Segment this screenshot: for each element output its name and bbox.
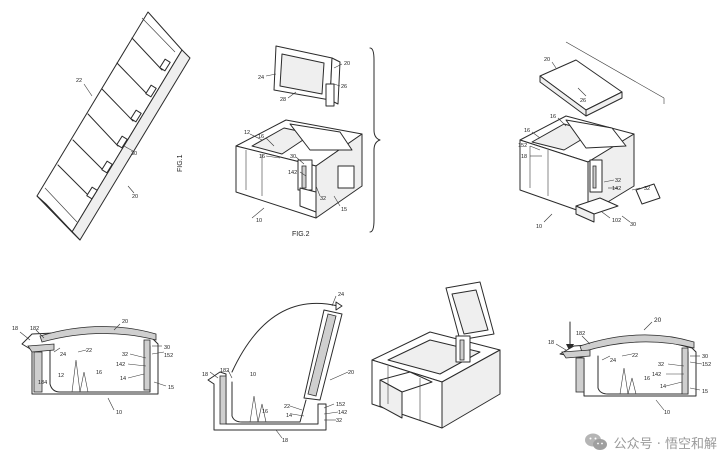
fig4-ref-182: 182 — [30, 326, 39, 332]
fig4-ref-20: 20 — [122, 319, 128, 325]
fig3-ref-10: 10 — [536, 224, 542, 230]
fig5-ref-142: 142 — [338, 410, 347, 416]
fig2-label: FIG.2 — [292, 231, 310, 238]
fig1-ref-20: 20 — [132, 194, 138, 200]
fig2-ref-16: 16 — [258, 134, 264, 140]
fig2-ref-15: 15 — [341, 207, 347, 213]
wechat-icon — [584, 433, 607, 450]
watermark-text: 公众号 · 悟空和解 — [613, 436, 717, 452]
fig4-ref-30: 30 — [164, 345, 170, 351]
fig5-ref-32: 32 — [336, 418, 342, 424]
fig2-ref-28: 28 — [280, 97, 286, 103]
fig1-ref-30: 30 — [131, 151, 137, 157]
fig3-ref-102: 102 — [612, 218, 621, 224]
fig2-ref-32: 32 — [320, 196, 326, 202]
fig7-ref-30: 30 — [702, 354, 708, 360]
fig5-arrow-head — [335, 301, 343, 311]
fig3-ref-32: 32 — [615, 178, 621, 184]
fig3-ref-152: 152 — [518, 143, 527, 149]
fig5-ref-10: 10 — [250, 372, 256, 378]
fig2-ref-30: 30 — [290, 154, 296, 160]
fig5-ref-20: 20 — [348, 370, 354, 376]
fig4-ref-18: 18 — [12, 326, 18, 332]
fig3-ref-32b: 32 — [644, 186, 650, 192]
fig7-ref-32: 32 — [658, 362, 664, 368]
fig4-ref-14: 14 — [120, 376, 126, 382]
fig3-ref-20: 20 — [544, 57, 550, 63]
fig2-box — [235, 119, 363, 219]
fig2-ref-24: 24 — [258, 75, 264, 81]
fig7-ref-152: 152 — [702, 362, 711, 368]
fig2-bracket — [369, 47, 381, 233]
fig3-ref-30: 30 — [630, 222, 636, 228]
fig1-ref-22: 22 — [76, 78, 82, 84]
fig5-ref-152: 152 — [336, 402, 345, 408]
fig4-ref-16: 16 — [96, 370, 102, 376]
fig3-lid — [539, 59, 623, 117]
fig2-ref-10: 10 — [256, 218, 262, 224]
fig7-drawing: 18 182 20 24 22 16 30 152 32 142 14 15 1… — [548, 317, 711, 416]
fig4-ref-12: 12 — [58, 373, 64, 379]
fig4-ref-10: 10 — [116, 410, 122, 416]
fig1-drawing: 22 30 20 FIG.1 — [36, 11, 191, 241]
fig7-ref-14: 14 — [660, 384, 666, 390]
fig7-ref-182: 182 — [576, 331, 585, 337]
fig1-container-strip — [36, 11, 191, 241]
fig3-ref-26: 26 — [580, 98, 586, 104]
fig1-label: FIG.1 — [177, 154, 184, 172]
fig5-opening-arc — [231, 302, 339, 373]
fig5-ref-182: 182 — [220, 368, 229, 374]
fig5-ref-18: 18 — [202, 372, 208, 378]
fig4-ref-15: 15 — [168, 385, 174, 391]
fig4-ref-32: 32 — [122, 352, 128, 358]
fig6-drawing — [371, 281, 501, 429]
fig4-ref-24: 24 — [60, 352, 66, 358]
fig7-ref-16: 16 — [644, 376, 650, 382]
fig2-lid — [273, 45, 341, 107]
fig5-ref-22: 22 — [284, 404, 290, 410]
fig7-ref-22: 22 — [632, 353, 638, 359]
fig5-ref-24: 24 — [338, 292, 344, 298]
fig5-ref-14: 14 — [286, 413, 292, 419]
fig7-ref-18: 18 — [548, 340, 554, 346]
fig4-ref-22: 22 — [86, 348, 92, 354]
fig7-ref-24: 24 — [610, 358, 616, 364]
fig4-ref-152: 152 — [164, 353, 173, 359]
fig3-ref-142: 142 — [612, 186, 621, 192]
fig3-ref-18: 18 — [521, 154, 527, 160]
fig4-drawing: 18 182 24 22 16 12 184 20 30 152 32 142 … — [12, 319, 174, 416]
fig7-ref-20: 20 — [654, 317, 662, 324]
fig2-ref-16b: 16 — [259, 154, 265, 160]
fig2-ref-12: 12 — [244, 130, 250, 136]
fig7-ref-10: 10 — [664, 410, 670, 416]
fig5-ref-18b: 18 — [282, 438, 288, 444]
fig4-ref-184: 184 — [38, 380, 47, 386]
fig3-ref-16: 16 — [550, 114, 556, 120]
fig7-ref-15: 15 — [702, 389, 708, 395]
fig5-ref-16: 16 — [262, 409, 268, 415]
fig1-hinge-tabs — [86, 58, 171, 200]
fig5-drawing: 24 18 182 10 16 22 14 20 152 142 32 18 — [202, 292, 354, 444]
fig2-drawing: 20 24 26 28 10 12 16 16 30 142 15 32 FIG… — [235, 45, 381, 238]
fig2-ref-26: 26 — [341, 84, 347, 90]
fig3-box — [519, 115, 661, 223]
fig4-ref-142: 142 — [116, 362, 125, 368]
fig7-ref-142: 142 — [652, 372, 661, 378]
fig2-ref-142: 142 — [288, 170, 297, 176]
fig2-ref-20: 20 — [344, 61, 350, 67]
fig3-drawing: 20 26 16 16 152 18 32 142 32 102 30 10 — [518, 41, 665, 230]
watermark: 公众号 · 悟空和解 — [584, 432, 717, 452]
fig3-reference-plane — [565, 41, 665, 99]
fig3-ref-16b: 16 — [524, 128, 530, 134]
